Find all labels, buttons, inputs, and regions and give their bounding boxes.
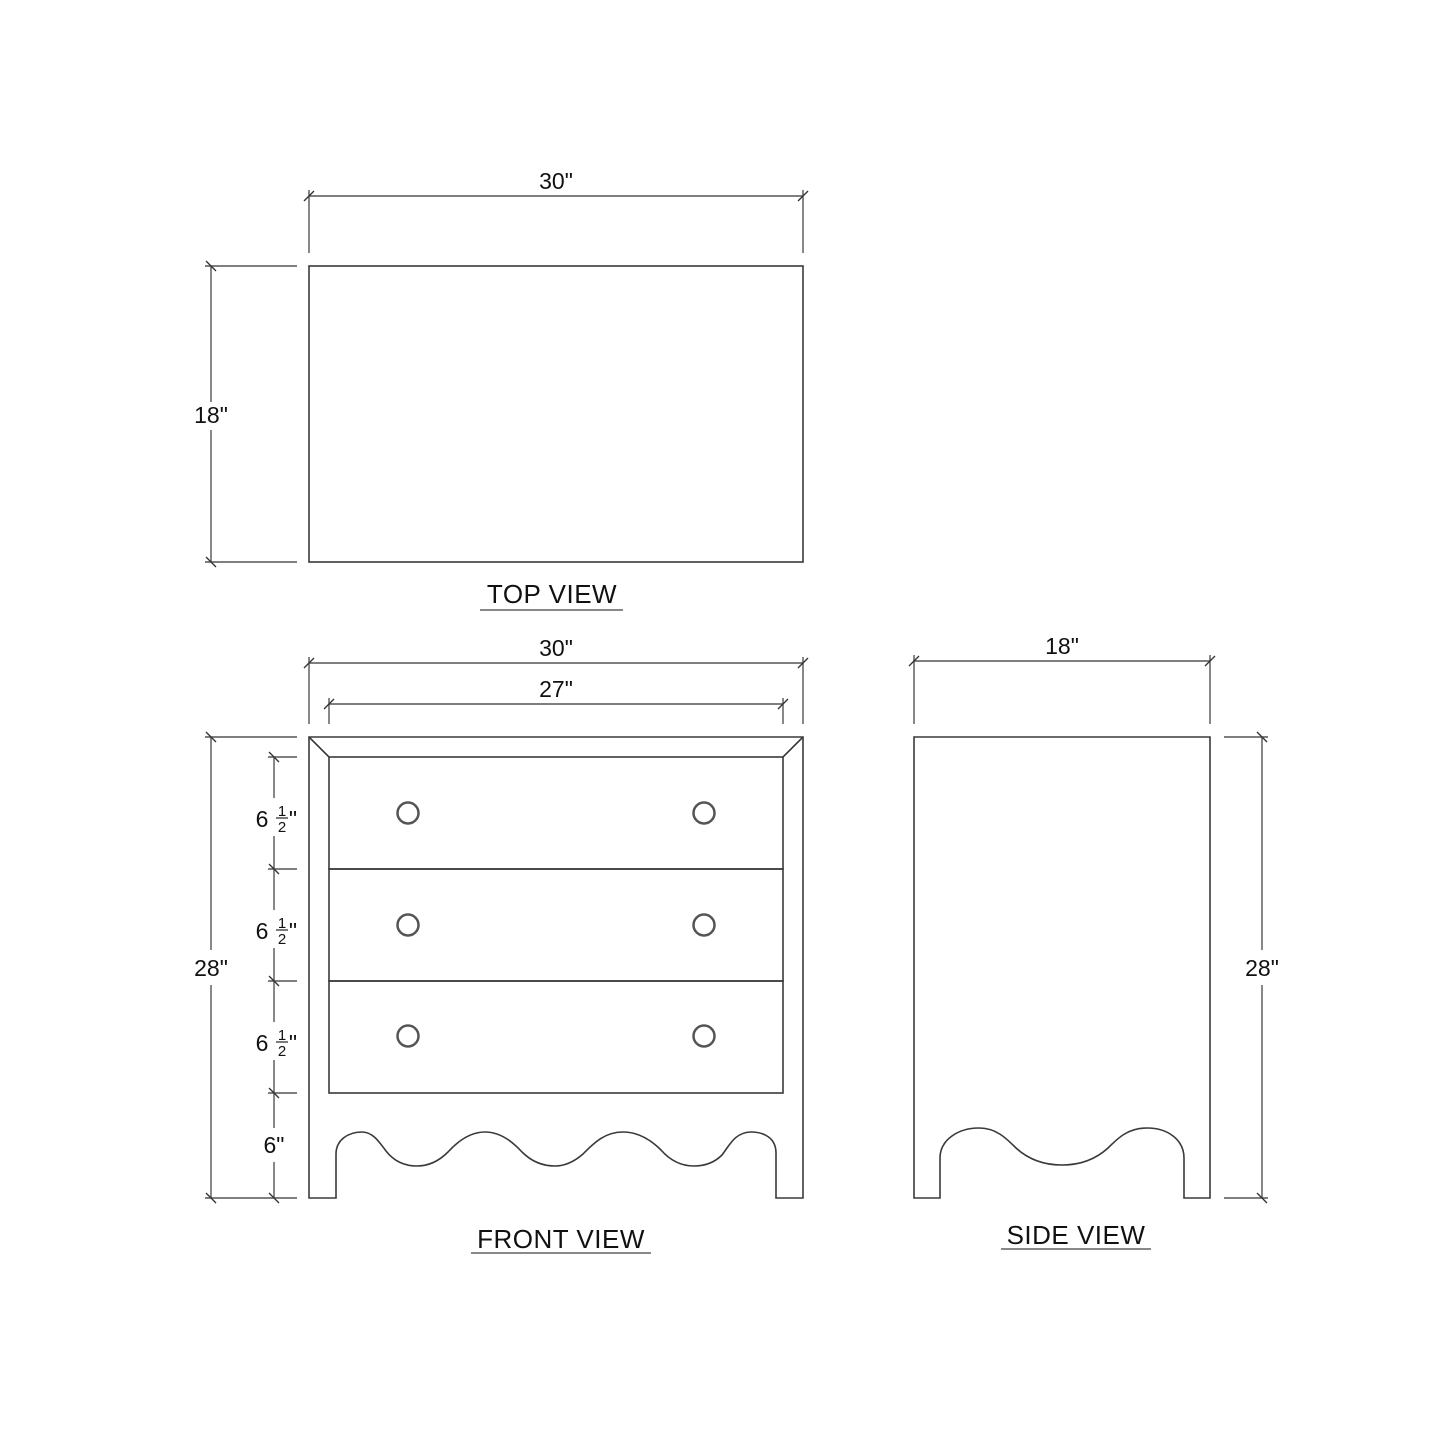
top-depth-dimension: 18" [194,260,297,568]
top-depth-label: 18" [194,402,228,428]
base-height-label: 6" [264,1132,285,1158]
bevel-right [782,736,804,758]
front-inner-width-label: 27" [539,676,573,702]
side-height-dimension: 28" [1224,731,1279,1204]
svg-text:2: 2 [278,1043,286,1060]
svg-text:1: 1 [278,915,286,932]
front-view-title: FRONT VIEW [477,1224,645,1254]
front-inner-width-dimension: 27" [323,676,789,724]
svg-text:2: 2 [278,931,286,948]
top-outline [308,265,804,563]
top-view-title: TOP VIEW [487,579,617,609]
drawer-2-right-knob-icon [692,913,716,937]
svg-text:": " [289,806,297,832]
side-view: 18" 28" SIDE VIEW [908,633,1279,1250]
drawer-2-left-knob-icon [396,913,420,937]
drawer-3-height-label: 6 1 2 " [256,1027,297,1060]
front-height-dimension: 28" [194,731,297,1204]
front-view: 30" 27" 28" [194,635,809,1254]
svg-text:6: 6 [256,918,269,944]
top-width-label: 30" [539,168,573,194]
top-width-dimension: 30" [303,168,809,253]
svg-text:": " [289,918,297,944]
svg-text:2: 2 [278,819,286,836]
svg-text:1: 1 [278,1027,286,1044]
drawer-3 [328,980,784,1094]
side-height-label: 28" [1245,955,1279,981]
svg-text:1: 1 [278,803,286,820]
front-overall-width-dimension: 30" [303,635,809,724]
front-height-label: 28" [194,955,228,981]
svg-text:6: 6 [256,1030,269,1056]
drawer-1-height-label: 6 1 2 " [256,803,297,836]
bevel-left [308,736,330,758]
drawer-3-right-knob-icon [692,1024,716,1048]
drawer-1-right-knob-icon [692,801,716,825]
front-overall-width-label: 30" [539,635,573,661]
drawer-2-height-label: 6 1 2 " [256,915,297,948]
drawer-3-left-knob-icon [396,1024,420,1048]
front-chain-dimension: 6 1 2 " 6 1 2 " 6 1 2 " 6" [256,751,297,1204]
top-view: 30" 18" TOP VIEW [194,168,809,611]
side-depth-label: 18" [1045,633,1079,659]
drawer-1-left-knob-icon [396,801,420,825]
svg-text:6: 6 [256,806,269,832]
side-outline [913,736,1211,1199]
side-depth-dimension: 18" [908,633,1216,724]
side-view-title: SIDE VIEW [1007,1220,1146,1250]
front-outline [308,736,804,1199]
svg-text:": " [289,1030,297,1056]
